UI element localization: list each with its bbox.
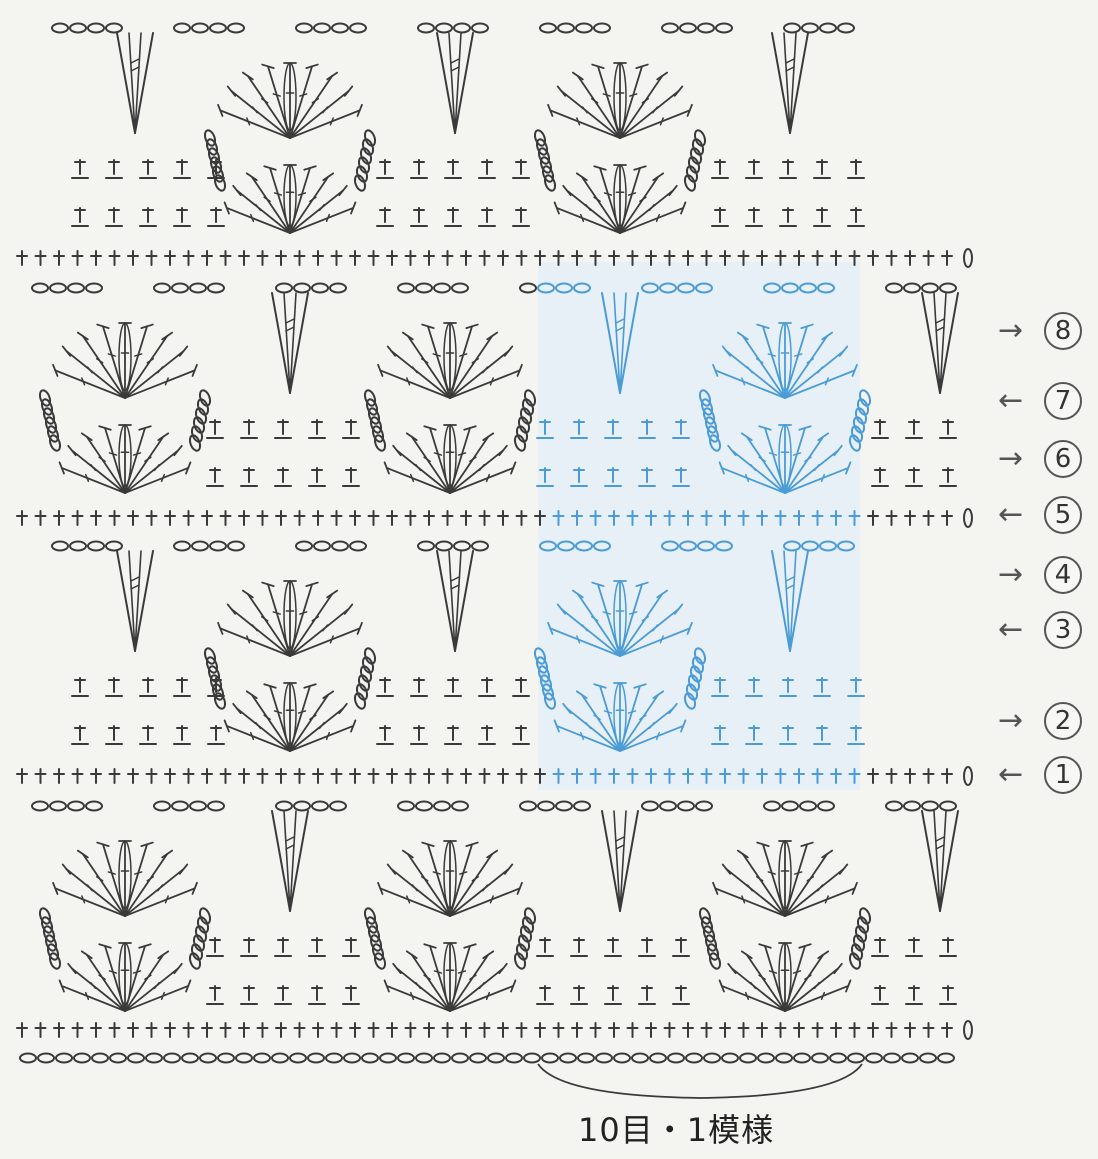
row-3-number: 3 [1044,611,1082,649]
row-7-number: 7 [1044,382,1082,420]
row-marker-6: → 6 [998,440,1088,480]
row-marker-1: ← 1 [998,756,1088,796]
row-2-arrow: → [998,706,1023,736]
row-1-number: 1 [1044,756,1082,794]
row-marker-3: ← 3 [998,611,1088,651]
repeat-caption: 10目・1模様 [578,1105,774,1151]
row-3-arrow: ← [998,615,1023,645]
row-marker-2: → 2 [998,702,1088,742]
row-marker-5: ← 5 [998,496,1088,536]
repeat-bracket [538,1064,862,1098]
row-2-number: 2 [1044,702,1082,740]
row-6-arrow: → [998,444,1023,474]
row-8-arrow: → [998,316,1023,346]
row-1-arrow: ← [998,760,1023,790]
row-marker-7: ← 7 [998,382,1088,422]
foundation-chain [20,1054,954,1063]
row-8-number: 8 [1044,312,1082,350]
row-5-arrow: ← [998,500,1023,530]
highlight-repeat-upper [538,262,860,520]
row-7-arrow: ← [998,386,1023,416]
row-4-arrow: → [998,560,1023,590]
pattern-band-4 [17,802,972,1040]
row-4-number: 4 [1044,556,1082,594]
highlight-repeat-lower [538,520,860,790]
pattern-band-1 [17,24,972,268]
row-6-number: 6 [1044,440,1082,478]
row-marker-4: → 4 [998,556,1088,596]
row-5-number: 5 [1044,496,1082,534]
row-marker-8: → 8 [998,312,1088,352]
